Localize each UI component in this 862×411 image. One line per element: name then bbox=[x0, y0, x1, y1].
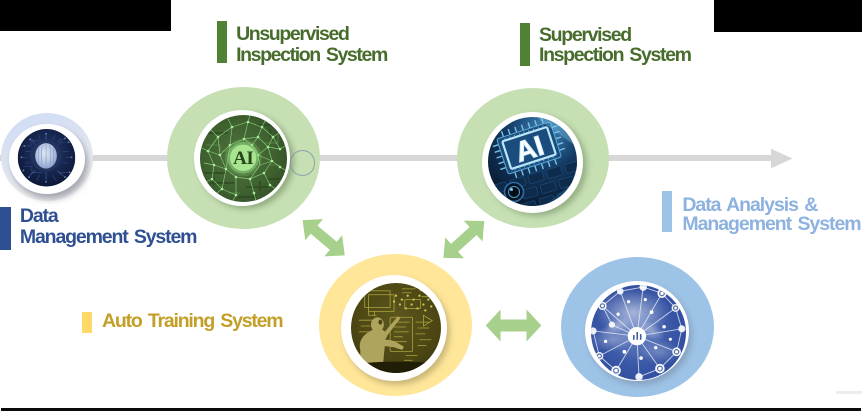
svg-text:AI: AI bbox=[233, 148, 253, 169]
